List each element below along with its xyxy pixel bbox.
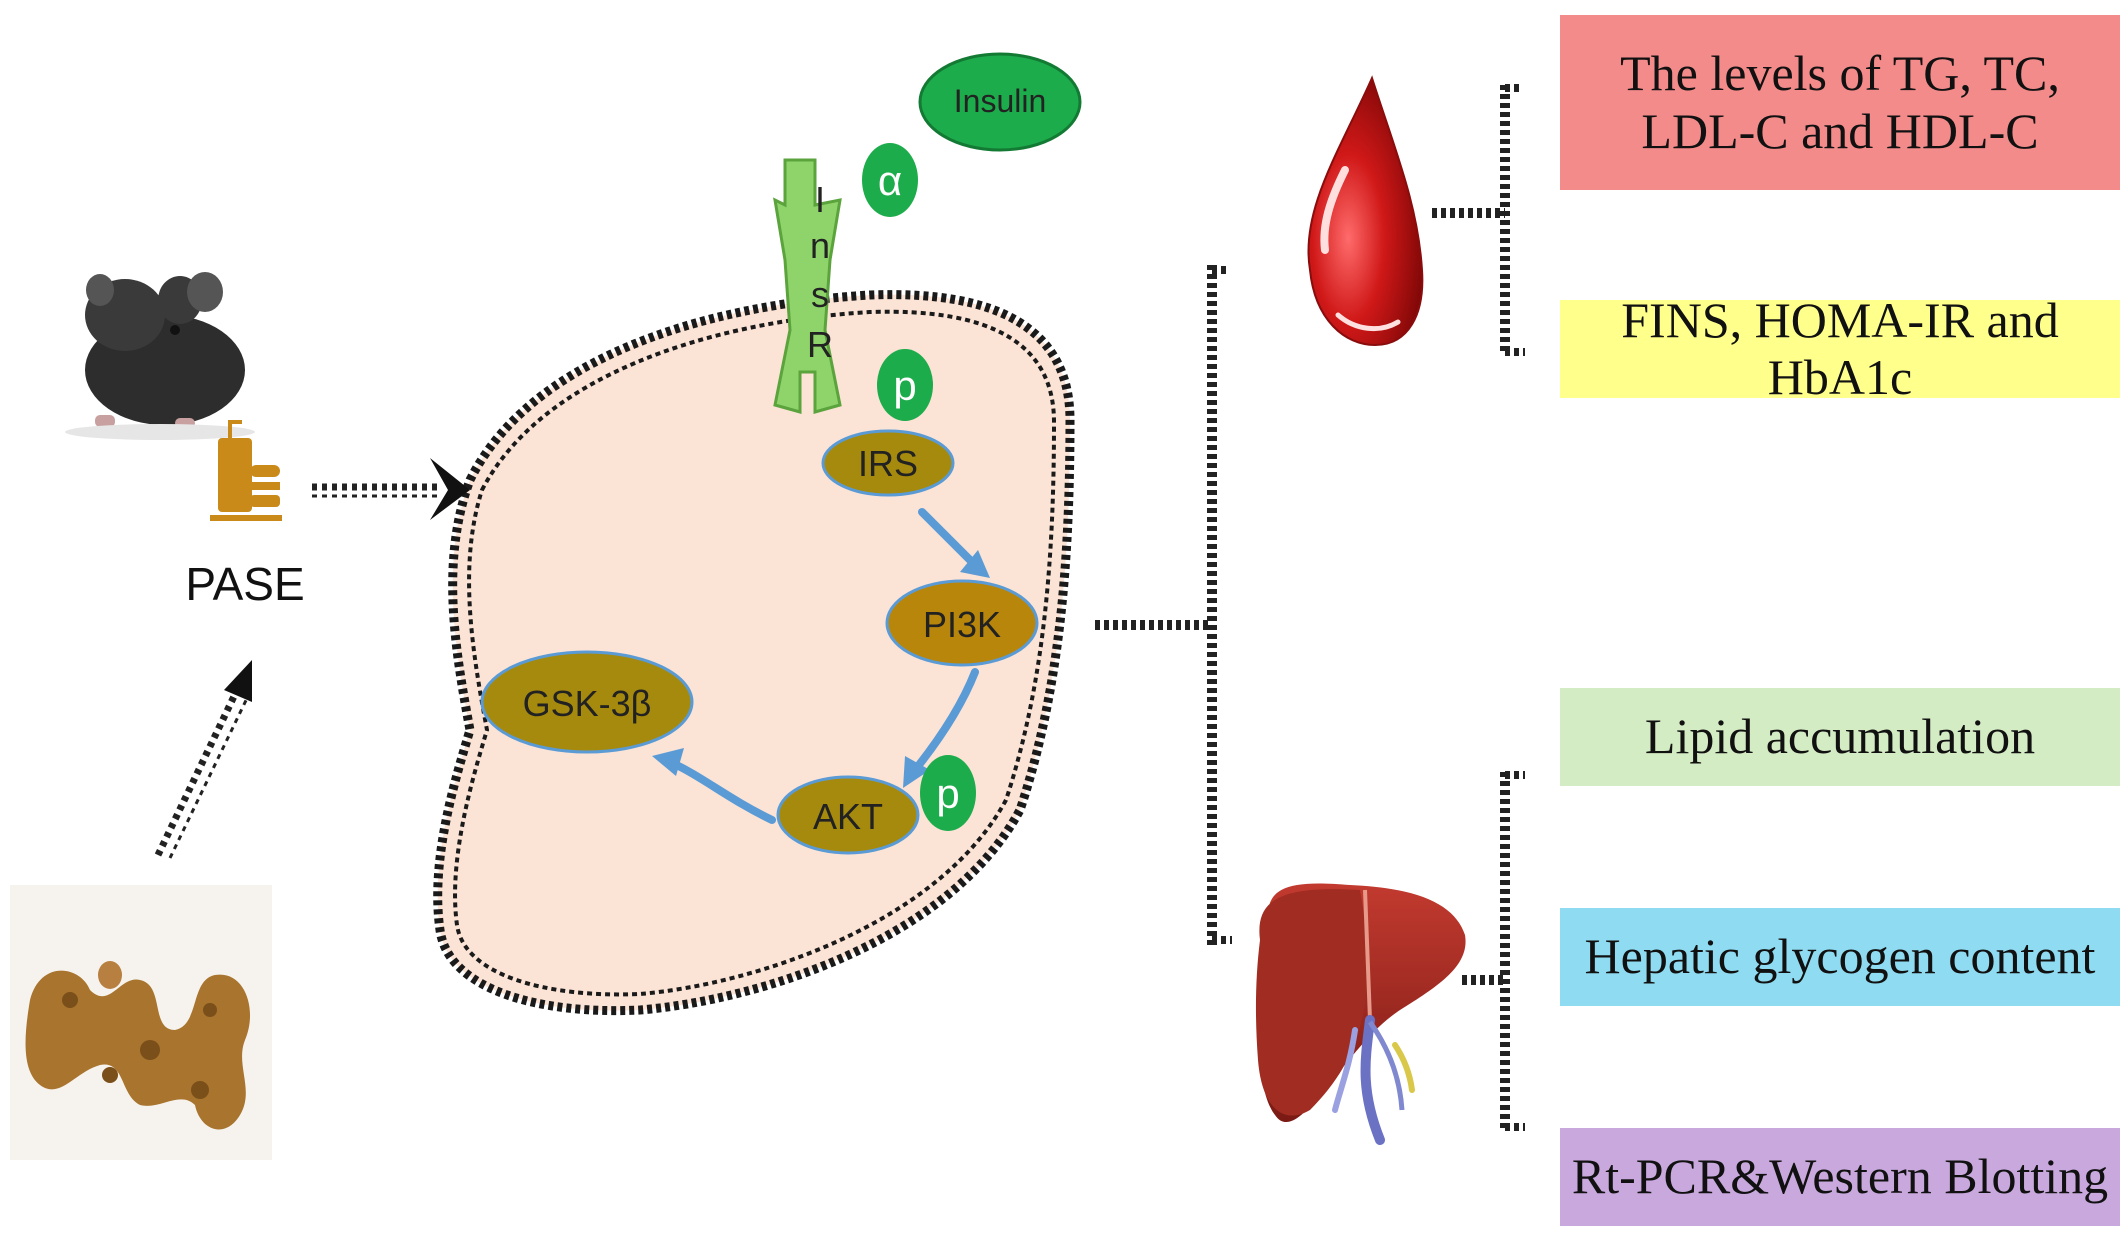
gsk3b-label: GSK-3β: [523, 683, 652, 724]
box-hepatic-glycogen: Hepatic glycogen content: [1560, 908, 2120, 1006]
mouse-icon: [65, 272, 255, 440]
p-label-receptor: p: [893, 362, 916, 409]
insr-letter-1: I: [815, 179, 825, 220]
alpha-label: α: [878, 157, 902, 204]
arrow-root-pase: [154, 686, 242, 857]
akt-node: [776, 775, 920, 855]
p-label-akt: p: [936, 770, 959, 817]
pi3k-label: PI3K: [923, 604, 1001, 645]
irs-label: IRS: [858, 443, 918, 484]
box-lipid-levels: The levels of TG, TC, LDL-C and HDL-C: [1560, 15, 2120, 190]
insulin-receptor: [773, 158, 842, 414]
insulin-label: Insulin: [954, 83, 1047, 119]
phospho-circle-akt: [920, 755, 976, 831]
phospho-circle-receptor: [877, 349, 933, 421]
arrow-pi3k-akt: [911, 668, 979, 774]
box-fins: FINS, HOMA-IR and HbA1c: [1560, 292, 2120, 405]
box-fins-text: FINS, HOMA-IR and HbA1c: [1621, 291, 2059, 406]
box-lipid-accumulation: Lipid accumulation: [1560, 688, 2120, 786]
gsk3b-node: [480, 650, 694, 754]
box-hepatic-glycogen-text: Hepatic glycogen content: [1584, 928, 2096, 985]
blood-drop-icon: [1307, 75, 1424, 347]
root-photo-icon: [10, 885, 272, 1160]
liver-icon: [1255, 883, 1466, 1145]
akt-label: AKT: [813, 796, 883, 837]
insr-letter-3: s: [811, 274, 829, 315]
box-rtpcr: Rt-PCR&Western Blotting: [1560, 1128, 2120, 1226]
pase-label: PASE: [185, 558, 304, 610]
arrow-akt-gsk: [666, 758, 776, 824]
pi3k-node: [885, 579, 1039, 667]
irs-node: [821, 429, 955, 497]
alpha-circle: [862, 143, 918, 217]
box-lipid-levels-text: The levels of TG, TC, LDL-C and HDL-C: [1620, 45, 2060, 159]
insulin-node: [918, 52, 1082, 152]
box-rtpcr-text: Rt-PCR&Western Blotting: [1571, 1148, 2109, 1205]
insr-letter-4: R: [807, 324, 833, 365]
food-icon: [210, 420, 282, 521]
box-lipid-accumulation-text: Lipid accumulation: [1644, 708, 2036, 765]
insr-letter-2: n: [810, 225, 830, 266]
